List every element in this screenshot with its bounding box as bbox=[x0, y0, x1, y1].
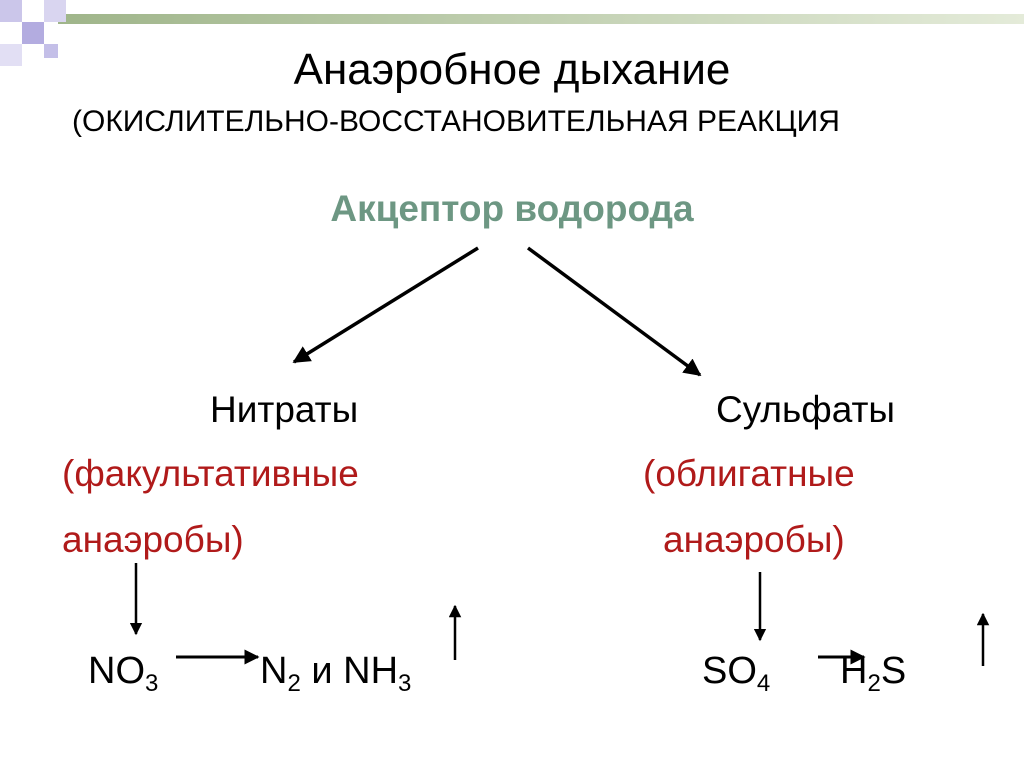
nitrate-product2-subscript: 3 bbox=[398, 670, 412, 697]
arrow-to-sulfates bbox=[526, 246, 702, 377]
header-decor-bar bbox=[58, 14, 1024, 24]
sulfates-note-line1: (облигатные bbox=[643, 453, 855, 494]
decor-square bbox=[22, 22, 44, 44]
acceptor-heading: Акцептор водорода bbox=[330, 188, 694, 229]
slide-subtitle: (ОКИСЛИТЕЛЬНО-ВОССТАНОВИТЕЛЬНАЯ РЕАКЦИЯ bbox=[72, 105, 840, 138]
decor-square bbox=[0, 44, 22, 66]
nitrates-note-line2: анаэробы) bbox=[62, 519, 244, 560]
sulfate-reactant-subscript: 4 bbox=[756, 670, 771, 697]
nitrate-reactant: NO3 bbox=[88, 648, 159, 697]
sulfate-product: H2S bbox=[840, 648, 907, 697]
nitrate-connector: и bbox=[300, 650, 344, 692]
arrow-to-nitrates bbox=[292, 246, 479, 364]
sulfate-product-text-post: S bbox=[880, 650, 907, 692]
sulfates-heading: Сульфаты bbox=[716, 389, 896, 430]
sulfate-product-subscript: 2 bbox=[867, 670, 881, 697]
decor-square bbox=[0, 0, 22, 22]
sulfates-note-line2: анаэробы) bbox=[663, 519, 845, 560]
decor-square bbox=[44, 44, 58, 58]
nitrate-product1-text: N bbox=[260, 650, 288, 692]
sulfate-product-text-pre: H bbox=[840, 650, 868, 692]
decor-square bbox=[44, 0, 66, 22]
nitrate-products: N2 и NH3 bbox=[260, 648, 412, 697]
sulfate-reactant: SO4 bbox=[702, 648, 771, 697]
nitrates-heading: Нитраты bbox=[210, 389, 359, 430]
sulfate-reactant-text: SO bbox=[702, 650, 757, 692]
nitrate-product1-subscript: 2 bbox=[287, 670, 301, 697]
slide-title: Анаэробное дыхание bbox=[293, 45, 731, 94]
nitrate-reactant-subscript: 3 bbox=[145, 670, 159, 697]
nitrates-note-line1: (факультативные bbox=[62, 453, 359, 494]
nitrate-reactant-text: NO bbox=[88, 650, 145, 692]
nitrate-product2-text: NH bbox=[343, 650, 399, 692]
